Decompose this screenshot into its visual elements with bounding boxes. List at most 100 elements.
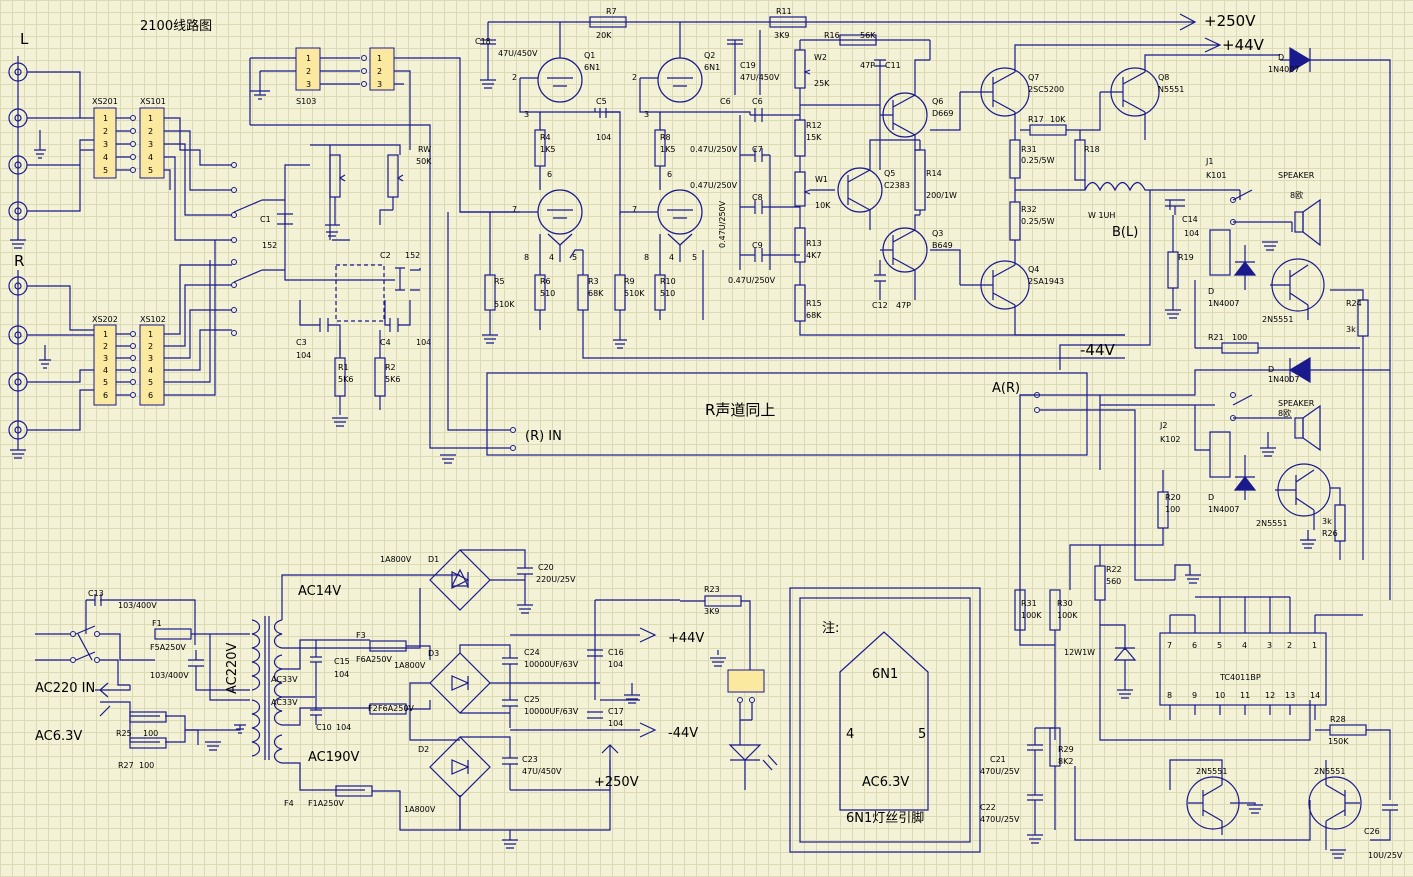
label-q4: Q4 [1028,265,1039,274]
label-c6: C6 [720,97,731,106]
label-q-a: 2N5551 [1196,767,1227,776]
label-q3: Q3 [932,229,943,238]
label-r25-val: 100 [143,729,158,738]
svg-text:2: 2 [377,67,382,76]
label-j1: J1 [1205,157,1213,166]
label-c13: C13 [88,589,104,598]
label-q8: Q8 [1158,73,1169,82]
label-d1-val: 1A800V [380,555,412,564]
label-k101: K101 [1206,171,1227,180]
label-q3-val: B649 [932,241,953,250]
label-r24: R24 [1346,299,1362,308]
note-box: 注: 6N1 4 5 AC6.3V 6N1灯丝引脚 [789,587,981,853]
label-r8-val: 1K5 [660,145,675,154]
label-q6-val: D669 [932,109,953,118]
connector-s103: S103 123 123 [249,47,520,213]
label-s103: S103 [296,97,316,106]
label-c11-val: 47P [860,61,875,70]
label-c14: C14 [1182,215,1198,224]
label-r4-val: 1K5 [540,145,555,154]
label-r27-val: 100 [139,761,154,770]
label-d-low-val: 1N4007 [1268,375,1299,384]
svg-text:4: 4 [1242,641,1247,650]
label-c5-val: 104 [596,133,611,142]
label-note-pin5: 5 [918,727,926,742]
label-r12-val: 15K [806,133,822,142]
label-ac190: AC190V [308,750,360,765]
label-c16-val: 104 [608,660,623,669]
svg-text:1: 1 [1312,641,1317,650]
label-r2: R2 [385,363,396,372]
label-d-r-val: 1N4007 [1208,505,1239,514]
svg-text:12: 12 [1265,691,1275,700]
label-w2: W2 [814,53,827,62]
protection-circuit: R31 100K R30 100K R22 560 12W1W C21 470U… [980,545,1403,860]
label-r23-val: 3K9 [704,607,719,616]
label-r12: R12 [806,121,822,130]
label-r8: R8 [660,133,671,142]
label-r32: R32 [1021,205,1037,214]
input-selector-switch [231,162,285,336]
label-c9: C9 [752,241,763,250]
label-d1: D1 [428,555,439,564]
label-r28-val: 150K [1328,737,1349,746]
label-c24: C24 [524,648,540,657]
svg-text:3: 3 [103,140,108,149]
label-q8-val: N5551 [1158,85,1184,94]
svg-text:1: 1 [377,54,382,63]
label-c3: C3 [296,338,307,347]
label-note-pin4: 4 [846,727,854,742]
svg-text:4: 4 [148,153,153,162]
label-c10: C10 [316,723,332,732]
label-c22-val: 470U/25V [980,815,1020,824]
label-r15: R15 [806,299,822,308]
label-r7: R7 [606,7,617,16]
label-rw: RW [418,145,431,154]
label-r14-val: 200/1W [926,191,957,200]
label-r1: R1 [338,363,349,372]
svg-text:4: 4 [148,366,153,375]
label-r26: R26 [1322,529,1338,538]
label-xs101: XS101 [140,97,166,106]
svg-text:6: 6 [1192,641,1197,650]
label-r24-val: 3k [1346,325,1356,334]
label-c8: C8 [752,193,763,202]
label-q5-val: C2383 [884,181,910,190]
svg-text:1: 1 [103,114,108,123]
label-ac63: AC6.3V [35,729,82,744]
label-w1: W1 [815,175,828,184]
label-r31-prot: R31 [1021,599,1037,608]
label-r5-val: 510K [494,300,515,309]
label-c26: C26 [1364,827,1380,836]
label-q6: Q6 [932,97,943,106]
svg-text:8: 8 [1167,691,1172,700]
label-r10-val: 510 [660,289,675,298]
label-q7-val: 2SC5200 [1028,85,1064,94]
label-f4-val: F1A250V [308,799,344,808]
label-ac220: AC220V [225,642,240,694]
label-r21: R21 [1208,333,1224,342]
label-r17: R17 [1028,115,1044,124]
svg-text:7: 7 [1167,641,1172,650]
label-c18: C18 [475,37,491,46]
label-r26-val: 3k [1322,517,1332,526]
label-d-r: D [1208,493,1214,502]
svg-text:2: 2 [1287,641,1292,650]
label-f2-val: F6A250V [378,704,414,713]
label-q2-pin2: 2 [632,73,637,82]
label-out-p44: +44V [668,631,704,646]
label-r11-val: 3K9 [774,31,789,40]
label-q-relay-r: 2N5551 [1256,519,1287,528]
label-note-tube: 6N1 [872,667,898,682]
label-r6: R6 [540,277,551,286]
label-note-ac: AC6.3V [862,775,909,790]
svg-text:6: 6 [103,391,108,400]
label-d-top-val: 1N4007 [1268,65,1299,74]
label-d-low: D [1268,365,1274,374]
label-k102: K102 [1160,435,1181,444]
label-c3-val: 104 [296,351,311,360]
label-r15-val: 68K [806,311,822,320]
